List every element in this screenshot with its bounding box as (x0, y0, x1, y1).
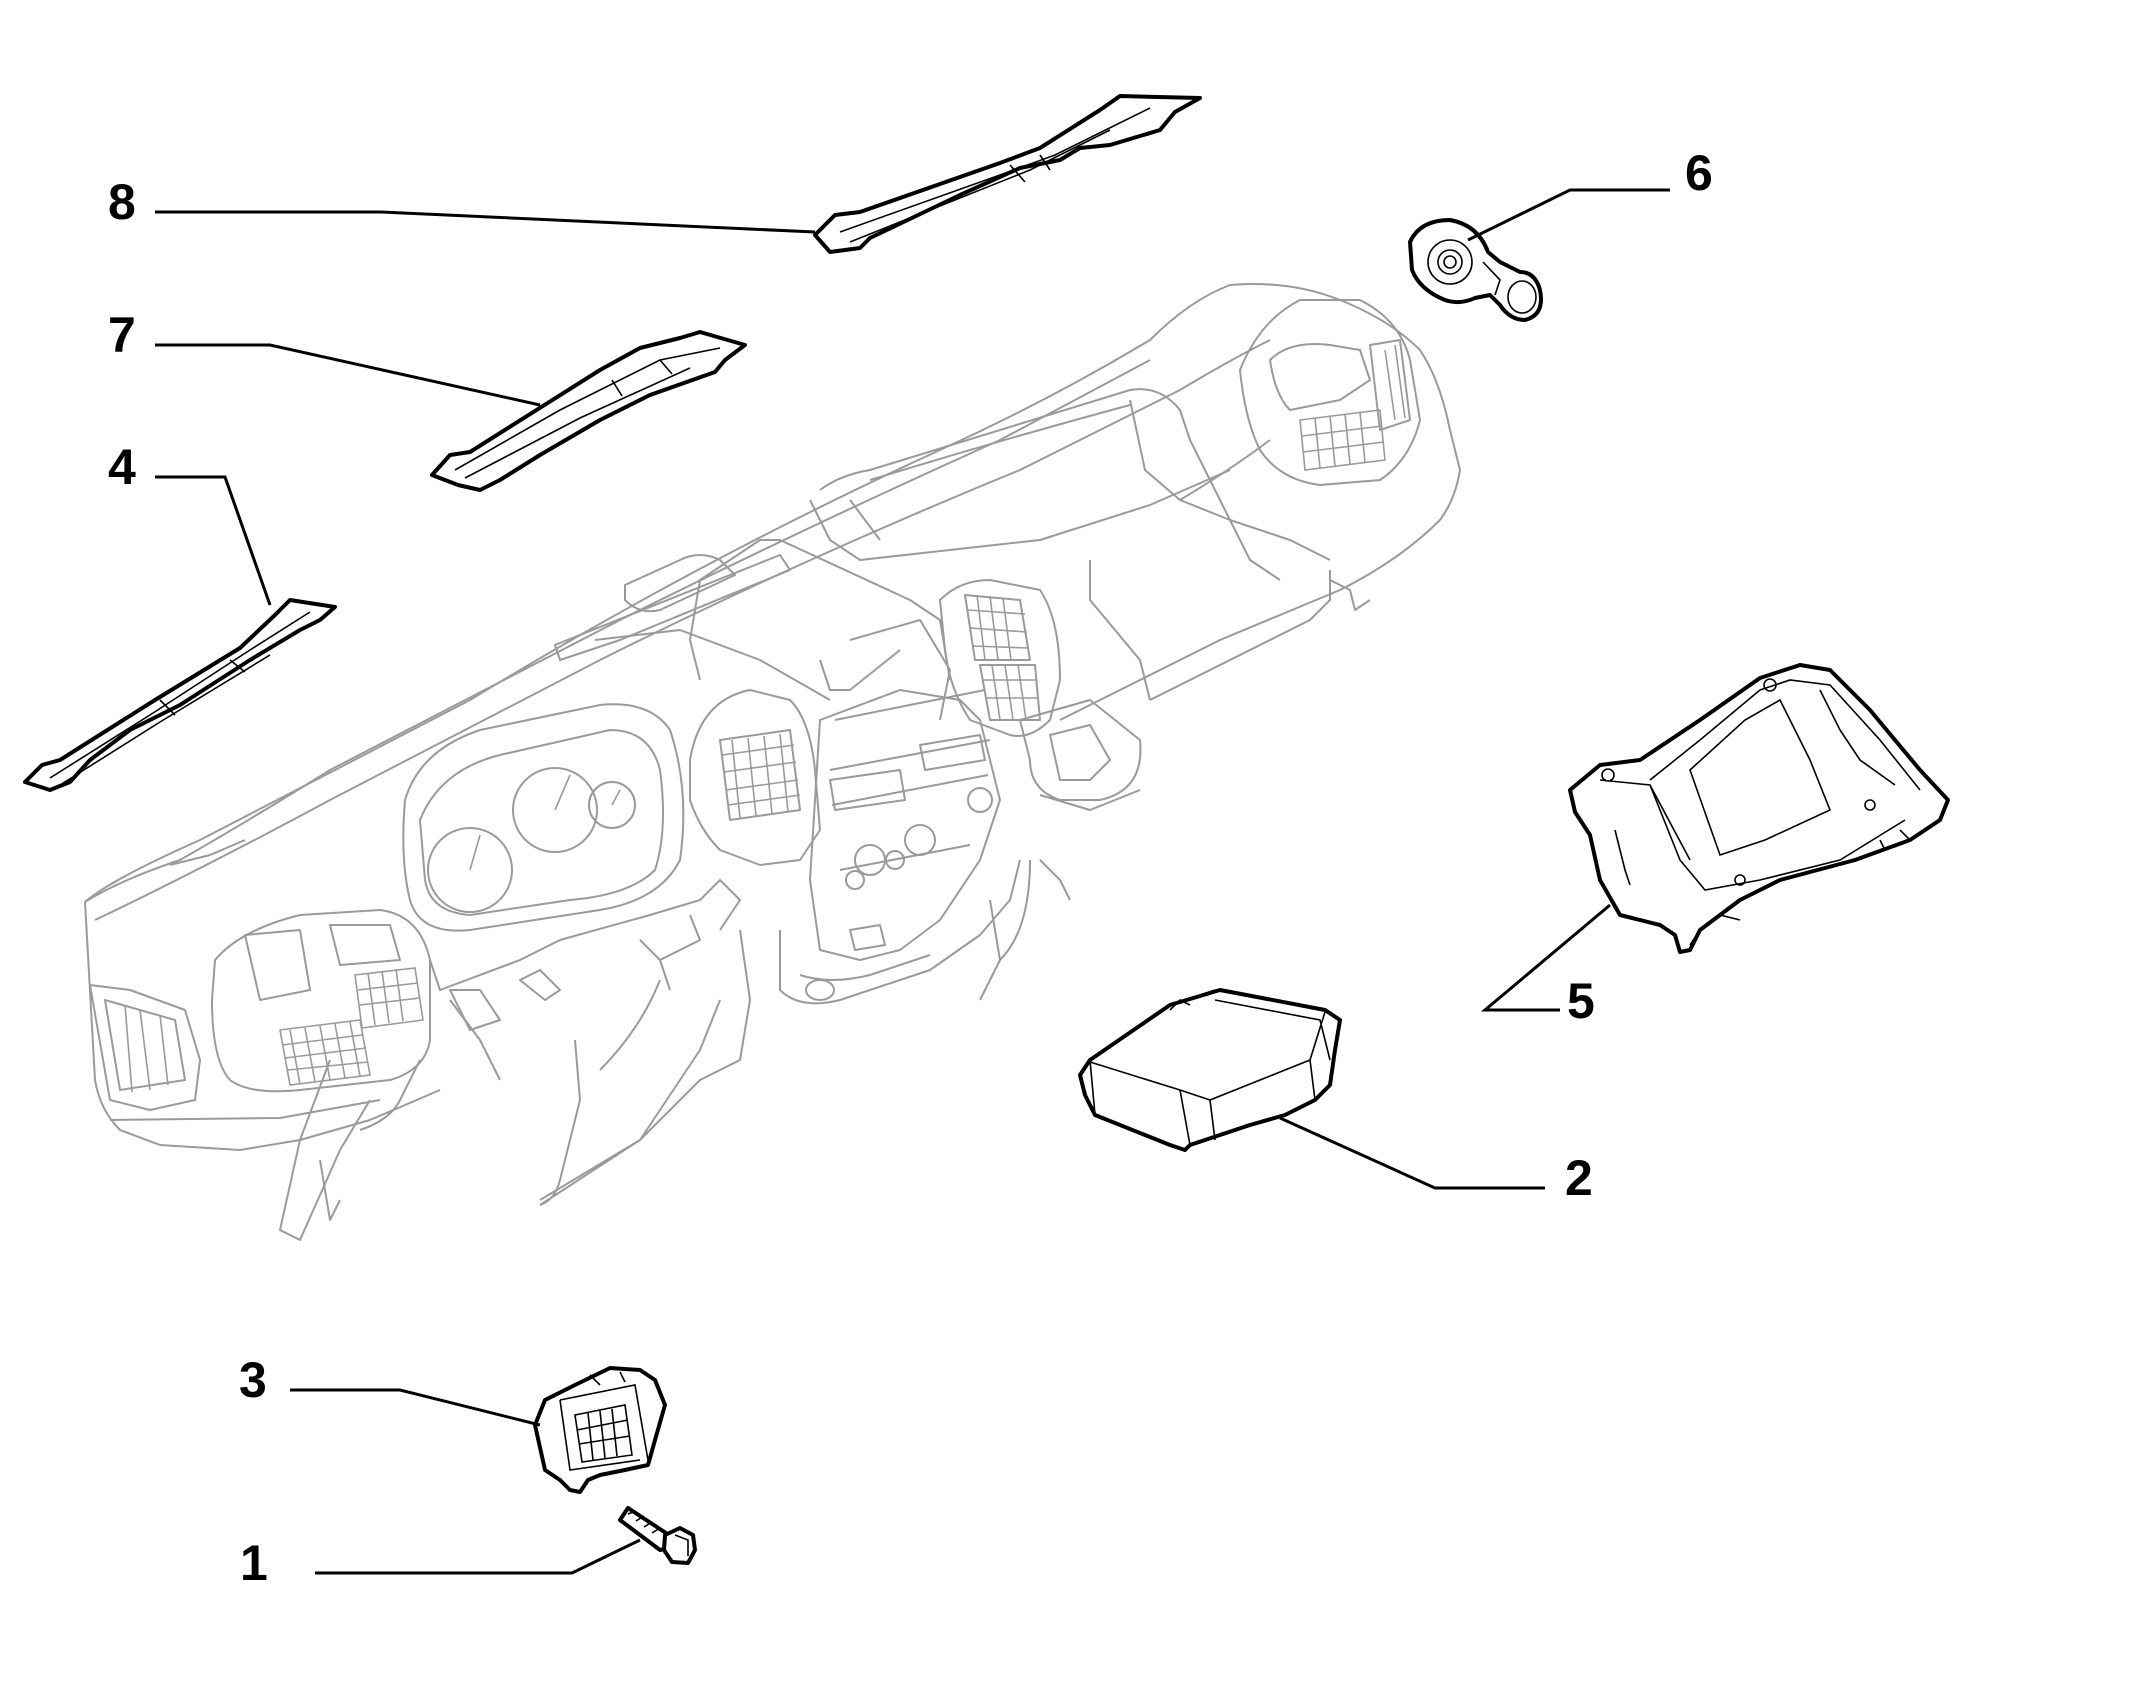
label-1: 1 (240, 1535, 268, 1591)
part-4-side-trim-panel (23, 598, 337, 792)
leader-line-4 (155, 475, 272, 606)
dashboard-outline (84, 283, 1461, 1241)
label-2: 2 (1565, 1150, 1593, 1206)
leader-line-5 (1480, 903, 1611, 1012)
part-8-long-trim-panel (813, 94, 1202, 254)
part-7-trim-panel (430, 330, 747, 492)
label-8: 8 (108, 174, 136, 230)
leader-line-8 (155, 210, 816, 234)
part-3-vent-housing (533, 1366, 667, 1494)
label-5: 5 (1567, 973, 1595, 1029)
leader-lines (155, 188, 1670, 1575)
label-6: 6 (1685, 145, 1713, 201)
leader-line-2 (1279, 1116, 1545, 1190)
part-labels: 8 7 4 6 5 2 3 1 (108, 145, 1713, 1591)
leader-line-6 (1467, 188, 1670, 242)
part-1-bolt (618, 1506, 697, 1565)
leader-line-7 (155, 343, 541, 407)
leader-line-3 (290, 1388, 541, 1427)
leader-line-1 (315, 1538, 641, 1575)
label-3: 3 (239, 1352, 267, 1408)
part-2-storage-tray (1078, 988, 1342, 1152)
label-4: 4 (108, 439, 136, 495)
part-5-glovebox (1568, 663, 1950, 954)
label-7: 7 (108, 307, 136, 363)
part-6-grommet (1408, 218, 1543, 322)
